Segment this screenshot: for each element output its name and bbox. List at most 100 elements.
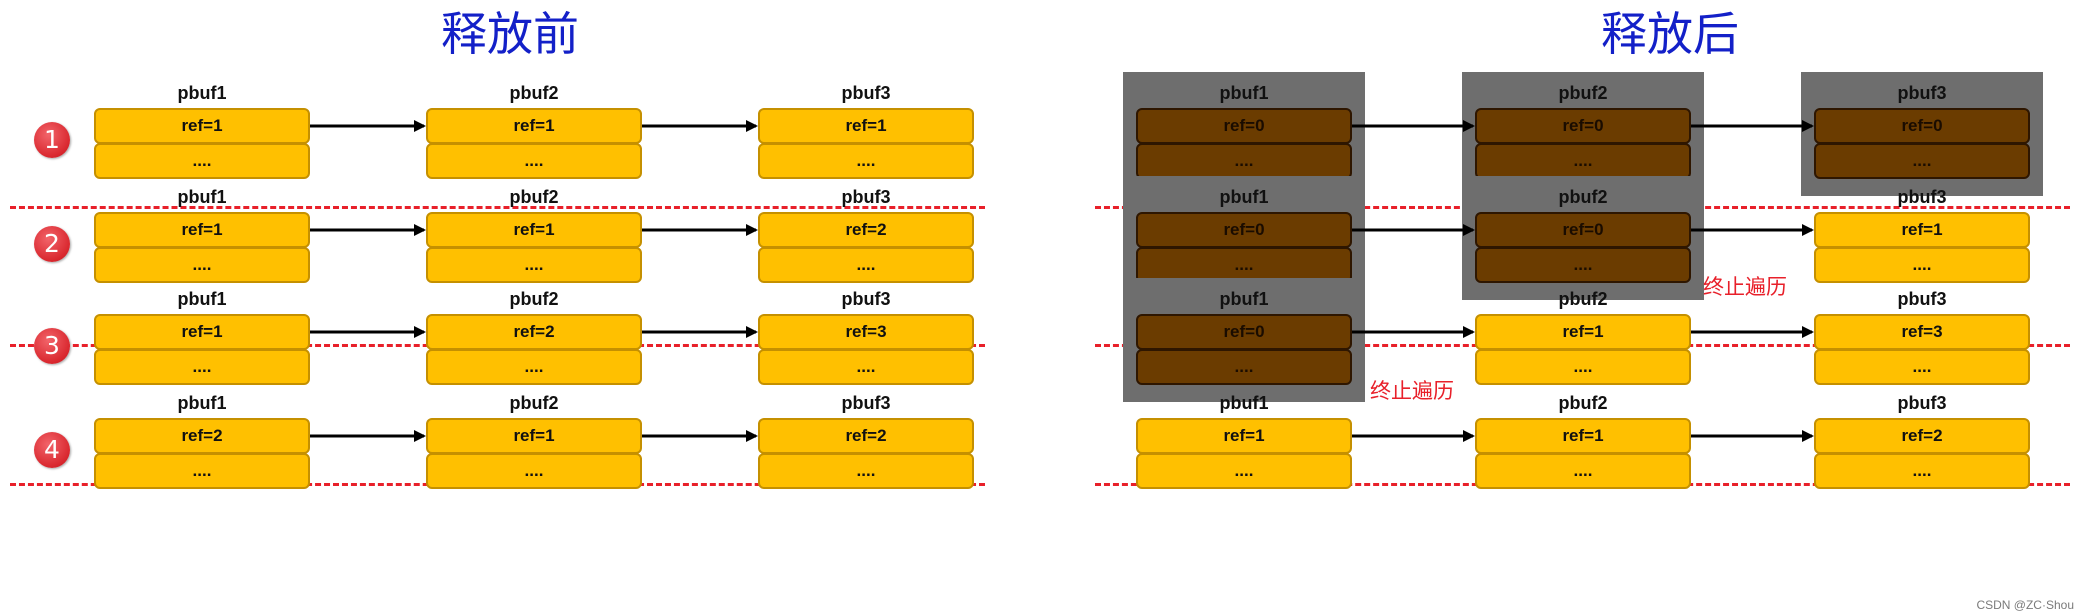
pbuf-name: pbuf2 [509, 83, 559, 103]
payload-cell: .... [1475, 143, 1691, 179]
pbuf-node: pbuf3 ref=1.... [758, 82, 974, 182]
payload-cell: .... [94, 143, 310, 179]
payload-cell: .... [1814, 349, 2030, 385]
stop-traversal-note: 终止遍历 [1370, 379, 1454, 403]
ref-count-cell: ref=1 [426, 212, 642, 248]
payload-cell: .... [1136, 453, 1352, 489]
watermark: CSDN @ZC·Shou [1976, 598, 2074, 612]
payload-cell: .... [1475, 247, 1691, 283]
payload-cell: .... [758, 247, 974, 283]
ref-count-cell: ref=1 [1475, 418, 1691, 454]
ref-count-cell: ref=3 [1814, 314, 2030, 350]
pbuf-node: pbuf1 ref=1.... [94, 186, 310, 286]
title-after-release: 释放后 [1601, 7, 1739, 61]
ref-count-cell: ref=2 [1814, 418, 2030, 454]
ref-count-cell: ref=3 [758, 314, 974, 350]
ref-count-cell: ref=2 [426, 314, 642, 350]
payload-cell: .... [1814, 453, 2030, 489]
ref-count-cell: ref=1 [1475, 314, 1691, 350]
pbuf-name: pbuf2 [509, 187, 559, 207]
payload-cell: .... [758, 453, 974, 489]
ref-count-cell: ref=1 [758, 108, 974, 144]
pbuf-name: pbuf2 [509, 289, 559, 309]
ref-count-cell: ref=1 [426, 418, 642, 454]
ref-count-cell: ref=1 [94, 314, 310, 350]
ref-count-cell: ref=1 [1814, 212, 2030, 248]
pbuf-node: pbuf3 ref=2.... [758, 392, 974, 492]
payload-cell: .... [426, 247, 642, 283]
ref-count-cell: ref=0 [1814, 108, 2030, 144]
payload-cell: .... [1136, 349, 1352, 385]
ref-count-cell: ref=1 [94, 212, 310, 248]
pbuf-name: pbuf3 [1897, 187, 1947, 207]
row-separator-left [10, 206, 985, 209]
payload-cell: .... [426, 349, 642, 385]
pbuf-name: pbuf3 [1897, 83, 1947, 103]
pbuf-name: pbuf3 [841, 187, 891, 207]
pbuf-node: pbuf1 ref=2.... [94, 392, 310, 492]
pbuf-node: pbuf3 ref=2.... [758, 186, 974, 286]
payload-cell: .... [1136, 143, 1352, 179]
pbuf-name: pbuf2 [1558, 393, 1608, 413]
pbuf-name: pbuf2 [1558, 187, 1608, 207]
ref-count-cell: ref=0 [1136, 314, 1352, 350]
ref-count-cell: ref=2 [758, 418, 974, 454]
pbuf-node: pbuf3 ref=3.... [1814, 288, 2030, 388]
pbuf-name: pbuf1 [177, 393, 227, 413]
ref-count-cell: ref=0 [1136, 108, 1352, 144]
pbuf-node: pbuf3 ref=1.... [1814, 186, 2030, 286]
ref-count-cell: ref=2 [94, 418, 310, 454]
pbuf-name: pbuf3 [1897, 289, 1947, 309]
ref-count-cell: ref=1 [94, 108, 310, 144]
pbuf-node: pbuf2 ref=1.... [426, 186, 642, 286]
pbuf-node: pbuf1 ref=1.... [1136, 392, 1352, 492]
pbuf-node: pbuf3 ref=0.... [1814, 82, 2030, 182]
stop-traversal-note: 终止遍历 [1703, 275, 1787, 299]
payload-cell: .... [1814, 247, 2030, 283]
step-number-badge: 1 [34, 122, 70, 158]
pbuf-node: pbuf3 ref=2.... [1814, 392, 2030, 492]
pbuf-node: pbuf2 ref=2.... [426, 288, 642, 388]
payload-cell: .... [94, 349, 310, 385]
ref-count-cell: ref=1 [1136, 418, 1352, 454]
pbuf-node: pbuf1 ref=1.... [94, 288, 310, 388]
step-number-badge: 4 [34, 432, 70, 468]
pbuf-name: pbuf1 [177, 289, 227, 309]
payload-cell: .... [1475, 453, 1691, 489]
ref-count-cell: ref=2 [758, 212, 974, 248]
ref-count-cell: ref=1 [426, 108, 642, 144]
step-number-badge: 2 [34, 226, 70, 262]
pbuf-name: pbuf1 [177, 187, 227, 207]
pbuf-name: pbuf2 [1558, 289, 1608, 309]
ref-count-cell: ref=0 [1475, 212, 1691, 248]
pbuf-node: pbuf2 ref=1.... [1475, 392, 1691, 492]
ref-count-cell: ref=0 [1136, 212, 1352, 248]
pbuf-name: pbuf1 [1219, 393, 1269, 413]
payload-cell: .... [94, 453, 310, 489]
pbuf-name: pbuf3 [841, 289, 891, 309]
pbuf-name: pbuf1 [177, 83, 227, 103]
pbuf-name: pbuf3 [841, 393, 891, 413]
payload-cell: .... [1475, 349, 1691, 385]
pbuf-name: pbuf2 [1558, 83, 1608, 103]
pbuf-name: pbuf3 [841, 83, 891, 103]
payload-cell: .... [1814, 143, 2030, 179]
step-number-badge: 3 [34, 328, 70, 364]
pbuf-name: pbuf3 [1897, 393, 1947, 413]
pbuf-name: pbuf1 [1219, 187, 1269, 207]
pbuf-node: pbuf2 ref=0.... [1475, 186, 1691, 286]
payload-cell: .... [426, 143, 642, 179]
payload-cell: .... [94, 247, 310, 283]
payload-cell: .... [758, 143, 974, 179]
payload-cell: .... [426, 453, 642, 489]
pbuf-node: pbuf2 ref=1.... [426, 82, 642, 182]
title-before-release: 释放前 [441, 7, 579, 61]
pbuf-node: pbuf1 ref=1.... [94, 82, 310, 182]
